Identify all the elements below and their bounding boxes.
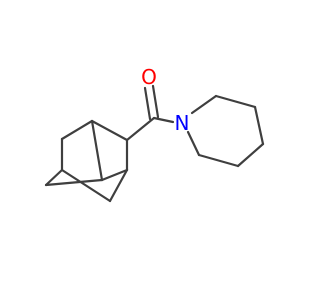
bond-ring-2: [214, 94, 257, 109]
molecule-drawing: O N: [44, 65, 265, 203]
bond-cage-9: [108, 168, 129, 203]
oxygen-atom-label: O: [141, 65, 157, 89]
bond-ring-4: [236, 142, 265, 168]
bond-carbonyl-a: [143, 86, 152, 121]
bond-ring-6: [186, 130, 201, 157]
carbonyl-double-bond: [143, 84, 160, 121]
bond-carbonyl-b: [151, 84, 160, 119]
nitrogen-atom-label: N: [175, 111, 190, 135]
bond-cage-7: [44, 178, 104, 187]
bond-cage-2: [60, 119, 94, 141]
bond-ring-5: [197, 153, 240, 168]
structure-diagram: O N: [44, 65, 265, 203]
bond-ring-3: [253, 105, 265, 146]
piperidine-ring: [186, 94, 265, 168]
bond-cage-8: [60, 168, 112, 203]
bond-cage-to-carbonyl: [125, 116, 156, 142]
bond-cage-10: [100, 168, 129, 182]
bond-carbonyl-to-nitrogen: [152, 116, 175, 124]
bond-cage-3: [90, 119, 104, 182]
adamantane-cage: [44, 119, 129, 203]
bond-ring-1: [190, 94, 218, 115]
bond-cage-1: [90, 119, 129, 142]
bond-cage-6: [44, 168, 64, 187]
